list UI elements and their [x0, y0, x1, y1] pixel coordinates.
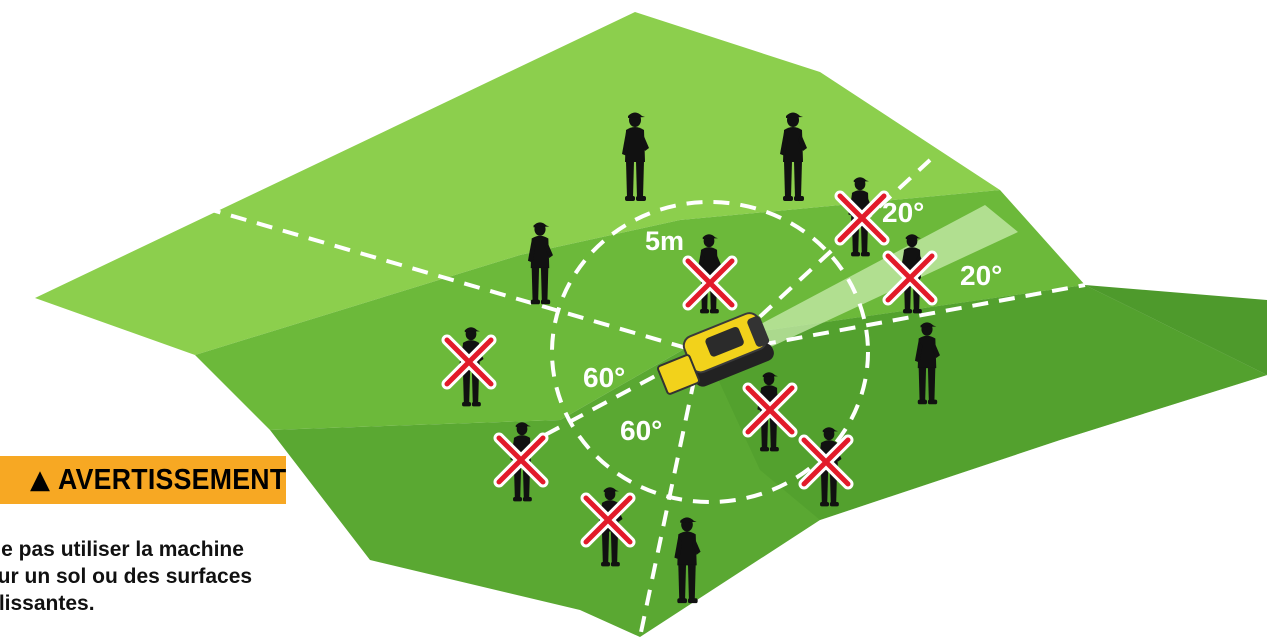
warning-triangle-icon: ▲	[30, 465, 50, 495]
guide-line-front-lower	[759, 283, 1086, 347]
warning-text-line: glissantes.	[0, 592, 95, 615]
cross-icon	[798, 434, 854, 490]
terrain-shadow-band	[700, 285, 1267, 520]
machine	[657, 312, 774, 395]
front-danger-beam	[740, 205, 1018, 352]
cross-icon	[742, 382, 798, 438]
guide-line-bottom	[638, 351, 702, 637]
front-angle-bottom-label: 20°	[960, 260, 1002, 291]
warning-text-line: sur un sol ou des surfaces	[0, 565, 253, 588]
cross-icon	[682, 255, 738, 311]
cross-icon	[834, 190, 890, 246]
rear-angle-top-label: 60°	[583, 362, 625, 393]
terrain	[35, 12, 1267, 637]
warning-text-line: Ne pas utiliser la machine	[0, 538, 244, 561]
terrain-top-face	[35, 12, 1000, 355]
warning-title: AVERTISSEMENT	[58, 463, 287, 496]
front-angle-top-label: 20°	[882, 197, 924, 228]
radius-label: 5m	[645, 226, 684, 256]
cross-icon	[441, 334, 497, 390]
danger-radius-circle	[550, 200, 870, 504]
warning-badge: ▲ AVERTISSEMENT	[0, 456, 286, 504]
guide-line-left-upper	[204, 206, 701, 354]
machine-track	[694, 343, 774, 387]
cross-icon	[493, 432, 549, 488]
machine-flail-head	[657, 354, 700, 395]
cross-icon	[882, 250, 938, 306]
warning-text: Ne pas utiliser la machine sur un sol ou…	[0, 536, 346, 617]
cross-icon	[580, 492, 636, 548]
rear-angle-bottom-label: 60°	[620, 415, 662, 446]
prohibited-positions	[441, 190, 938, 548]
